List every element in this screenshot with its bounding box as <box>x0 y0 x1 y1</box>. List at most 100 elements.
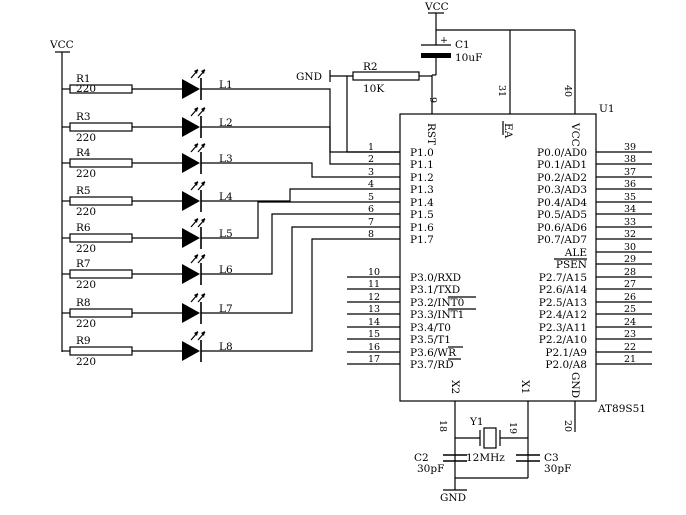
pin-number: 37 <box>624 167 636 178</box>
c1-ref: C1 <box>455 39 470 51</box>
pin-name: P0.6/AD6 <box>537 222 587 234</box>
pin-name: ALE <box>564 247 587 259</box>
pin-number: 28 <box>624 267 636 278</box>
pin-name: P3.1/TXD <box>410 284 460 296</box>
resistor <box>69 196 133 206</box>
vcc-left-label: VCC <box>49 39 74 51</box>
pin-name-ea: EA <box>502 123 514 139</box>
resistor <box>69 269 133 279</box>
pin-name: P1.3 <box>410 184 434 196</box>
pin-name: P3.6/WR <box>410 347 457 359</box>
pin-name: P0.1/AD1 <box>537 159 587 171</box>
pin-number: 34 <box>624 204 636 215</box>
c3-value: 30pF <box>544 463 571 475</box>
pin-number: 25 <box>624 304 636 315</box>
pin-name: P0.3/AD3 <box>537 184 587 196</box>
r2-ref: R2 <box>363 61 378 73</box>
resistor-ref: R7 <box>76 258 91 270</box>
pin-number: 5 <box>368 192 374 203</box>
resistor-ref: R6 <box>76 222 91 234</box>
c3-ref: C3 <box>544 452 559 464</box>
resistor-ref: R5 <box>76 185 91 197</box>
pin-name: P1.6 <box>410 222 434 234</box>
y1-ref: Y1 <box>469 416 484 428</box>
chip-part: AT89S51 <box>597 403 646 415</box>
pin-name: P3.7/RD <box>410 359 454 371</box>
y1-value: 12MHz <box>466 452 505 464</box>
capacitor-c1 <box>421 44 451 88</box>
pin-name-x1: X1 <box>519 380 531 394</box>
led-wire <box>201 126 347 165</box>
resistor-value: 220 <box>76 279 96 291</box>
led-diode <box>182 264 200 284</box>
pin-number: 36 <box>624 179 636 190</box>
led-ref: L6 <box>219 264 233 276</box>
pin-name: P1.4 <box>410 197 434 209</box>
crystal-circuit <box>443 427 540 491</box>
pin-number: 14 <box>368 317 380 328</box>
pin-number: 27 <box>624 279 636 290</box>
led-row: R7 220 L6 <box>62 213 347 291</box>
resistor <box>69 346 133 356</box>
pin-num-rst: 9 <box>427 97 438 103</box>
resistor-value: 220 <box>76 132 96 144</box>
pin-number: 32 <box>624 229 636 240</box>
chip-top-pins: 9 31 40 RST EA VCC <box>425 30 581 147</box>
pin-number: 26 <box>624 292 636 303</box>
led-ref: L3 <box>219 153 233 165</box>
pin-name: P2.5/A13 <box>539 297 587 309</box>
pin-number: 12 <box>368 292 380 303</box>
resistor-ref: R4 <box>76 147 91 159</box>
pin-number: 16 <box>368 342 380 353</box>
pin-name: P3.4/T0 <box>410 322 451 334</box>
led-ref: L8 <box>219 341 233 353</box>
resistor <box>69 233 133 243</box>
resistor-r2 <box>329 70 432 153</box>
led-wire <box>201 226 347 314</box>
pin-name: P2.6/A14 <box>539 284 588 296</box>
pin-number: 22 <box>624 342 636 353</box>
pin-name: P2.1/A9 <box>545 347 587 359</box>
pin-name: P2.0/A8 <box>545 359 587 371</box>
pin-number: 39 <box>624 142 636 153</box>
led-ref: L4 <box>219 191 233 203</box>
pin-number: 1 <box>368 142 374 153</box>
led-wire <box>201 201 347 239</box>
resistor <box>69 158 133 168</box>
pin-name: P1.7 <box>410 234 434 246</box>
pin-number: 4 <box>368 179 374 190</box>
resistor-ref: R3 <box>76 111 91 123</box>
led-wire <box>201 188 347 202</box>
pin-number: 35 <box>624 192 636 203</box>
pin-number: 30 <box>624 242 636 253</box>
c1-value: 10uF <box>455 52 482 64</box>
led-diode <box>182 79 200 99</box>
pin-name: P1.2 <box>410 172 434 184</box>
pin-num-ea: 31 <box>496 85 507 97</box>
led-diode <box>182 341 200 361</box>
pin-name: P0.4/AD4 <box>537 197 587 209</box>
pin-number: 6 <box>368 204 374 215</box>
led-diode <box>182 117 200 137</box>
pin-number: 17 <box>368 354 380 365</box>
resistor <box>69 308 133 318</box>
resistor-value: 220 <box>76 83 96 95</box>
pin-number: 3 <box>368 167 374 178</box>
c2-value: 30pF <box>417 463 444 475</box>
pin-number: 8 <box>368 229 374 240</box>
pin-number: 21 <box>624 354 636 365</box>
pin-number: 2 <box>368 154 374 165</box>
pin-name: P1.0 <box>410 147 434 159</box>
pin-num-x2: 18 <box>437 420 448 432</box>
pin-number: 7 <box>368 217 374 228</box>
pin-name: P3.2/INT0 <box>410 297 464 309</box>
pin-name: PSEN <box>556 259 587 271</box>
